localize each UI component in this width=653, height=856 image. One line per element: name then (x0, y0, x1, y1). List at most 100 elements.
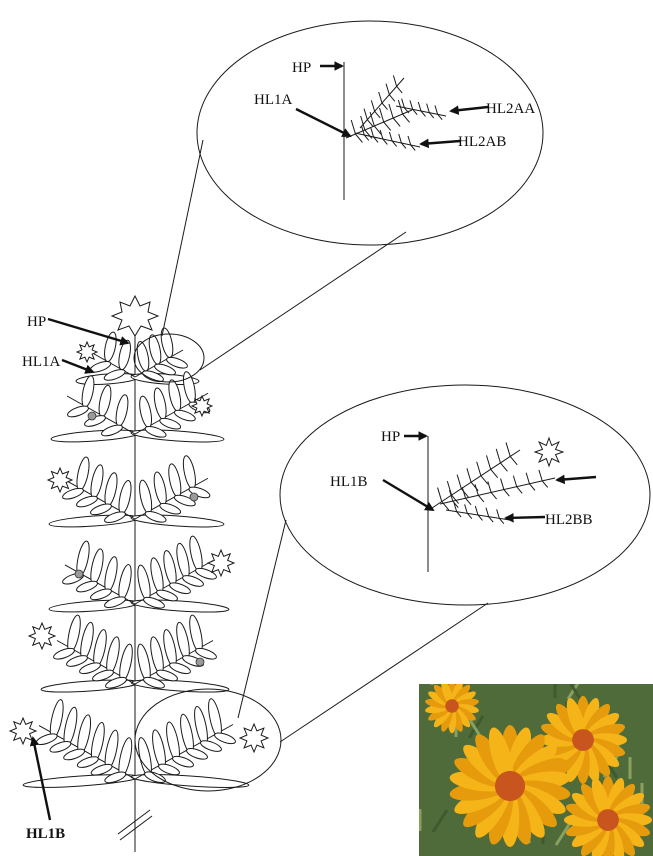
label-top-hp: HP (292, 60, 311, 76)
leaflet (51, 428, 139, 444)
frond-pinna (491, 469, 498, 477)
frond-pinna (481, 476, 488, 484)
leaflet (65, 614, 83, 653)
frond-pinna (427, 104, 430, 113)
leaflet (78, 621, 96, 660)
leaflet (166, 463, 183, 498)
leaflet (171, 754, 194, 769)
flower-bud-icon (196, 658, 204, 666)
flower-bud-icon (190, 493, 198, 501)
leaflet (173, 408, 196, 423)
leaflet (135, 564, 152, 601)
frond-pinna (500, 463, 507, 471)
frond-rachis (432, 450, 520, 508)
leaflet (158, 501, 181, 516)
flower-head-icon (208, 550, 234, 576)
leaflet (97, 384, 113, 417)
frond-pinna (529, 484, 535, 491)
flower-bud-icon (88, 412, 96, 420)
frond-pinna (447, 481, 451, 495)
leaflet (89, 587, 112, 602)
label-top-hl2ab: HL2AB (458, 134, 506, 150)
frond-pinna (526, 473, 529, 484)
frond-pinna (477, 462, 481, 476)
leaflet (181, 455, 198, 490)
leaflet (49, 598, 139, 614)
frond-pinna (497, 509, 500, 518)
leaflet (75, 494, 98, 509)
top-hl2aa-arrow (451, 107, 488, 111)
foliage-blade (405, 662, 419, 684)
frond-pinna (542, 481, 548, 488)
leaflet (187, 535, 204, 572)
frond-pinna (384, 122, 391, 130)
frond-pinna (379, 92, 382, 103)
leaf-whorl (48, 455, 224, 529)
frond-pinna (402, 99, 405, 108)
leaflet (185, 746, 208, 761)
frond-pinna (478, 495, 484, 502)
leaflet (66, 404, 89, 419)
leaflet (131, 428, 224, 444)
flower-head-icon (10, 718, 36, 744)
flower-head-icon (240, 724, 268, 752)
frond-pinna (399, 134, 402, 143)
frond-pinna (486, 455, 490, 469)
leaflet (103, 472, 120, 507)
frond-pinna (410, 100, 413, 109)
frond-pinna (371, 100, 374, 111)
frond-pinna (513, 476, 516, 487)
leaflet (117, 339, 133, 370)
leaflet (148, 557, 165, 594)
daisy-center (445, 699, 459, 713)
daisy-center (495, 771, 525, 801)
frond-pinna (389, 132, 392, 141)
leaflet (114, 394, 130, 427)
leaf-whorl (10, 698, 268, 790)
flower-head-icon (29, 623, 55, 649)
apical-flower-head-icon (112, 296, 158, 336)
label-top-hl2aa: HL2AA (486, 101, 535, 117)
leaflet (117, 480, 134, 515)
flower-head-icon (77, 342, 97, 362)
leaflet (174, 542, 191, 579)
flower-bud-icon (75, 570, 83, 578)
frond-pinna (475, 506, 478, 515)
leaflet (187, 614, 205, 653)
leaflet (161, 550, 178, 587)
leaflet (61, 486, 84, 501)
leaflet (135, 341, 151, 372)
frond-pinna (418, 102, 421, 111)
label-hl1b: HL1B (26, 826, 65, 842)
frond-pinna (496, 449, 500, 463)
frond-pinna (403, 114, 410, 122)
zoom-ellipse-top (197, 21, 543, 245)
leaflet (137, 479, 154, 514)
label-bottom-hl1b: HL1B (330, 474, 368, 490)
frond-pinna (510, 456, 517, 464)
frond-pinna (408, 136, 411, 145)
flower-head-icon (48, 468, 72, 492)
frond-pinna (386, 84, 389, 95)
frond-pinna (539, 470, 542, 481)
leaflet (102, 556, 119, 593)
frond-pinna (465, 504, 468, 513)
hl1a-arrow (62, 360, 93, 372)
frond-pinna (467, 468, 471, 482)
frond-pinna (397, 86, 403, 93)
leaf-whorl (49, 535, 234, 614)
frond-pinna (351, 120, 355, 134)
leaflet (75, 456, 92, 491)
leaflet (135, 643, 153, 682)
leaflet (199, 739, 222, 754)
leaflet (158, 416, 181, 431)
leaf-whorl (29, 614, 229, 694)
label-top-hl1a: HL1A (254, 92, 292, 108)
daisy-center (572, 729, 594, 751)
connector-line (238, 520, 286, 718)
flower-head-icon (535, 438, 563, 466)
bottom-hl1b-arrow (383, 480, 433, 510)
leaf-whorl (76, 327, 200, 386)
top-hl2ab-arrow (421, 141, 460, 144)
frond-pinna (457, 475, 461, 489)
